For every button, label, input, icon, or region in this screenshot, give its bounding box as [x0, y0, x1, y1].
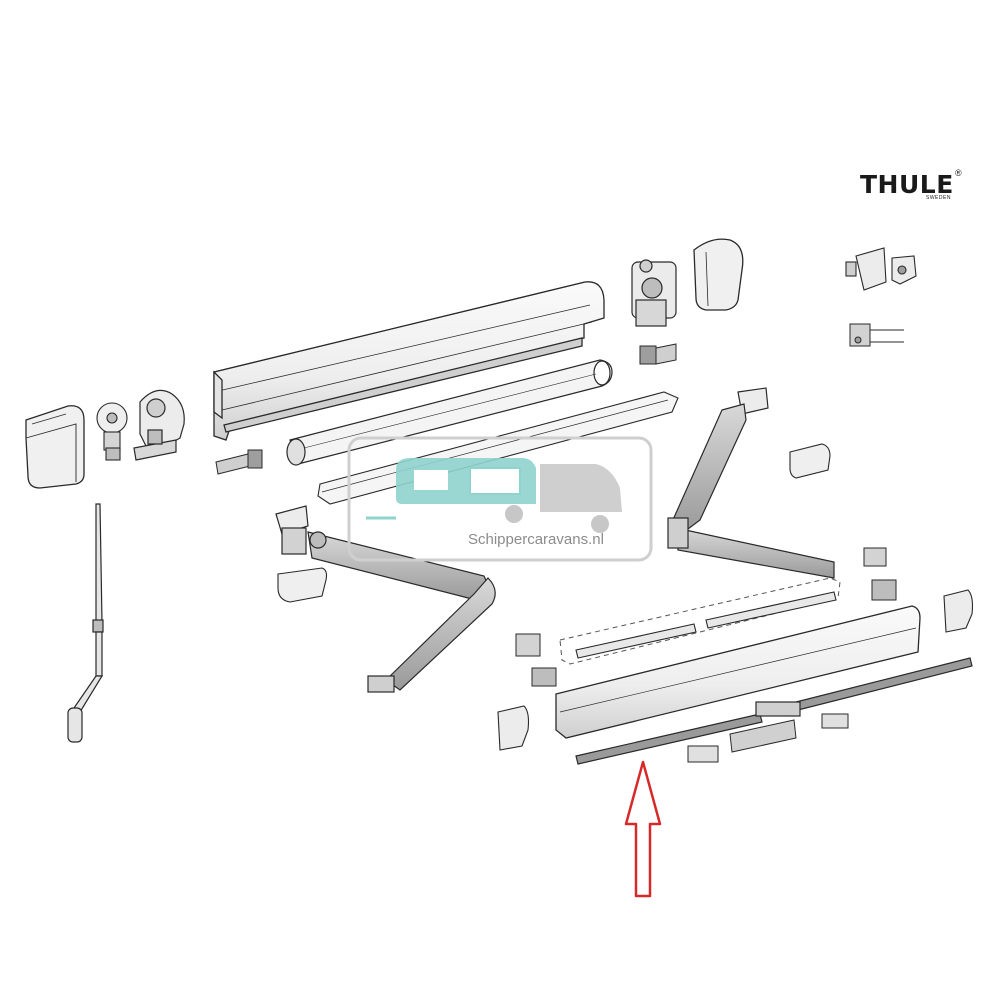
mounting-bracket-set	[845, 247, 917, 291]
left-arm-cover	[277, 567, 328, 603]
right-arm-cover	[789, 443, 831, 479]
right-end-cover	[693, 238, 744, 311]
front-rail-end-cap-left	[497, 705, 530, 751]
left-arm	[275, 505, 496, 693]
front-rail-end-cap-right	[943, 589, 974, 633]
arm-group-outline	[559, 577, 841, 665]
watermark-frame	[347, 436, 653, 562]
left-end-plate	[133, 389, 185, 461]
inner-profiles	[575, 591, 837, 659]
thule-logo: THULE ® SWEDEN	[860, 168, 965, 204]
highlight-arrow	[624, 760, 662, 898]
right-gear-unit	[631, 259, 677, 327]
left-end-cover	[25, 405, 85, 489]
lower-front-rail	[575, 657, 973, 765]
right-arm	[667, 387, 835, 579]
cassette-housing	[213, 281, 605, 441]
watermark-van-icon	[366, 458, 622, 533]
left-gear-bracket	[96, 402, 128, 461]
crank-handle	[67, 503, 104, 743]
left-shaft-plug	[215, 449, 263, 475]
logo-sub-mark: SWEDEN	[926, 195, 951, 201]
registered-mark: ®	[955, 168, 962, 178]
right-shaft-plug	[639, 343, 677, 365]
clip-set-left	[515, 547, 897, 687]
rail-fittings	[687, 713, 849, 763]
watermark-text: Schippercaravans.nl	[468, 531, 604, 548]
thule-logo-wordmark: THULE	[860, 170, 954, 199]
front-rail-profile	[555, 605, 921, 739]
tension-pin-set	[849, 323, 904, 347]
